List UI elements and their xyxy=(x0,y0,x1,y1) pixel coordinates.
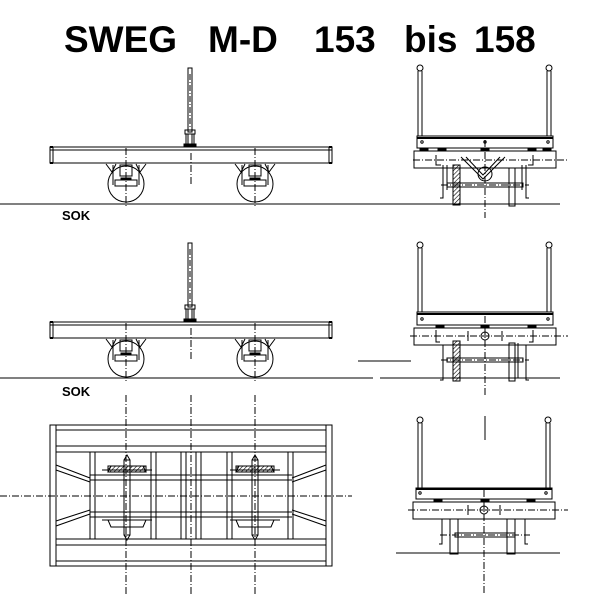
title-word-bis: bis xyxy=(404,19,458,60)
plan-view xyxy=(0,395,352,594)
side-view-middle xyxy=(49,242,333,384)
rail-label-sok-middle: SOK xyxy=(62,384,91,399)
drawing-title: SWEG M-D 153 bis 158 xyxy=(0,14,611,64)
end-view-bottom xyxy=(408,416,568,594)
rail-label-sok-top: SOK xyxy=(62,208,91,223)
title-word-md: M-D xyxy=(208,19,278,60)
title-word-from-number: 153 xyxy=(314,19,376,60)
title-word-sweg: SWEG xyxy=(64,19,178,60)
side-view-top xyxy=(49,67,333,209)
end-view-middle xyxy=(410,241,568,395)
title-word-to-number: 158 xyxy=(474,19,536,60)
end-view-top xyxy=(413,64,568,218)
